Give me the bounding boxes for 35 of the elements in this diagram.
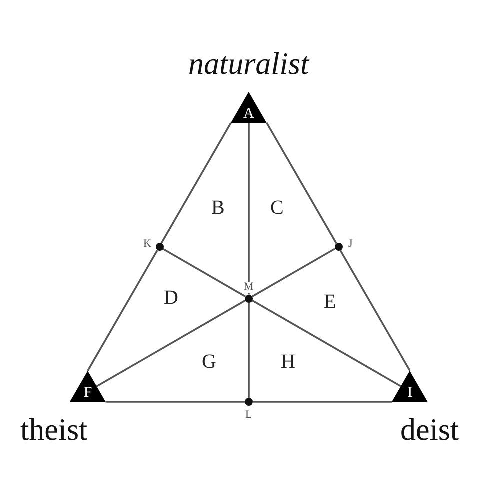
connector-line (248, 123, 250, 295)
point-dot (245, 398, 253, 406)
region-label: H (281, 352, 296, 372)
connector-line (248, 302, 250, 398)
vertex-triangle (392, 371, 428, 402)
region-label: B (212, 198, 225, 218)
point-label: M (243, 282, 255, 294)
vertex-letter: I (408, 386, 413, 402)
vertex-label: naturalist (188, 48, 310, 78)
connector-line (253, 401, 392, 403)
vertex-triangle (231, 92, 267, 123)
connector-line (252, 248, 336, 298)
point-label: J (348, 238, 353, 250)
region-label: E (324, 292, 336, 312)
point-dot (334, 243, 342, 251)
region-label: C (270, 198, 284, 218)
connector-line (252, 300, 402, 388)
vertex-letter: F (84, 386, 92, 402)
vertex-label: deist (400, 414, 460, 444)
point-dot (245, 294, 253, 303)
region-label: G (202, 352, 216, 372)
connector-line (162, 248, 246, 298)
point-dot (156, 243, 164, 251)
connector-line (340, 250, 411, 372)
connector-line (87, 250, 158, 372)
connector-line (96, 300, 246, 388)
connector-line (106, 401, 245, 403)
vertex-label: theist (20, 414, 88, 444)
region-label: D (164, 288, 178, 308)
point-label: K (144, 238, 152, 250)
connector-line (160, 122, 232, 244)
vertex-letter: A (243, 107, 254, 122)
connector-line (266, 122, 338, 244)
point-label: L (246, 410, 252, 420)
vertex-triangle (70, 371, 106, 402)
